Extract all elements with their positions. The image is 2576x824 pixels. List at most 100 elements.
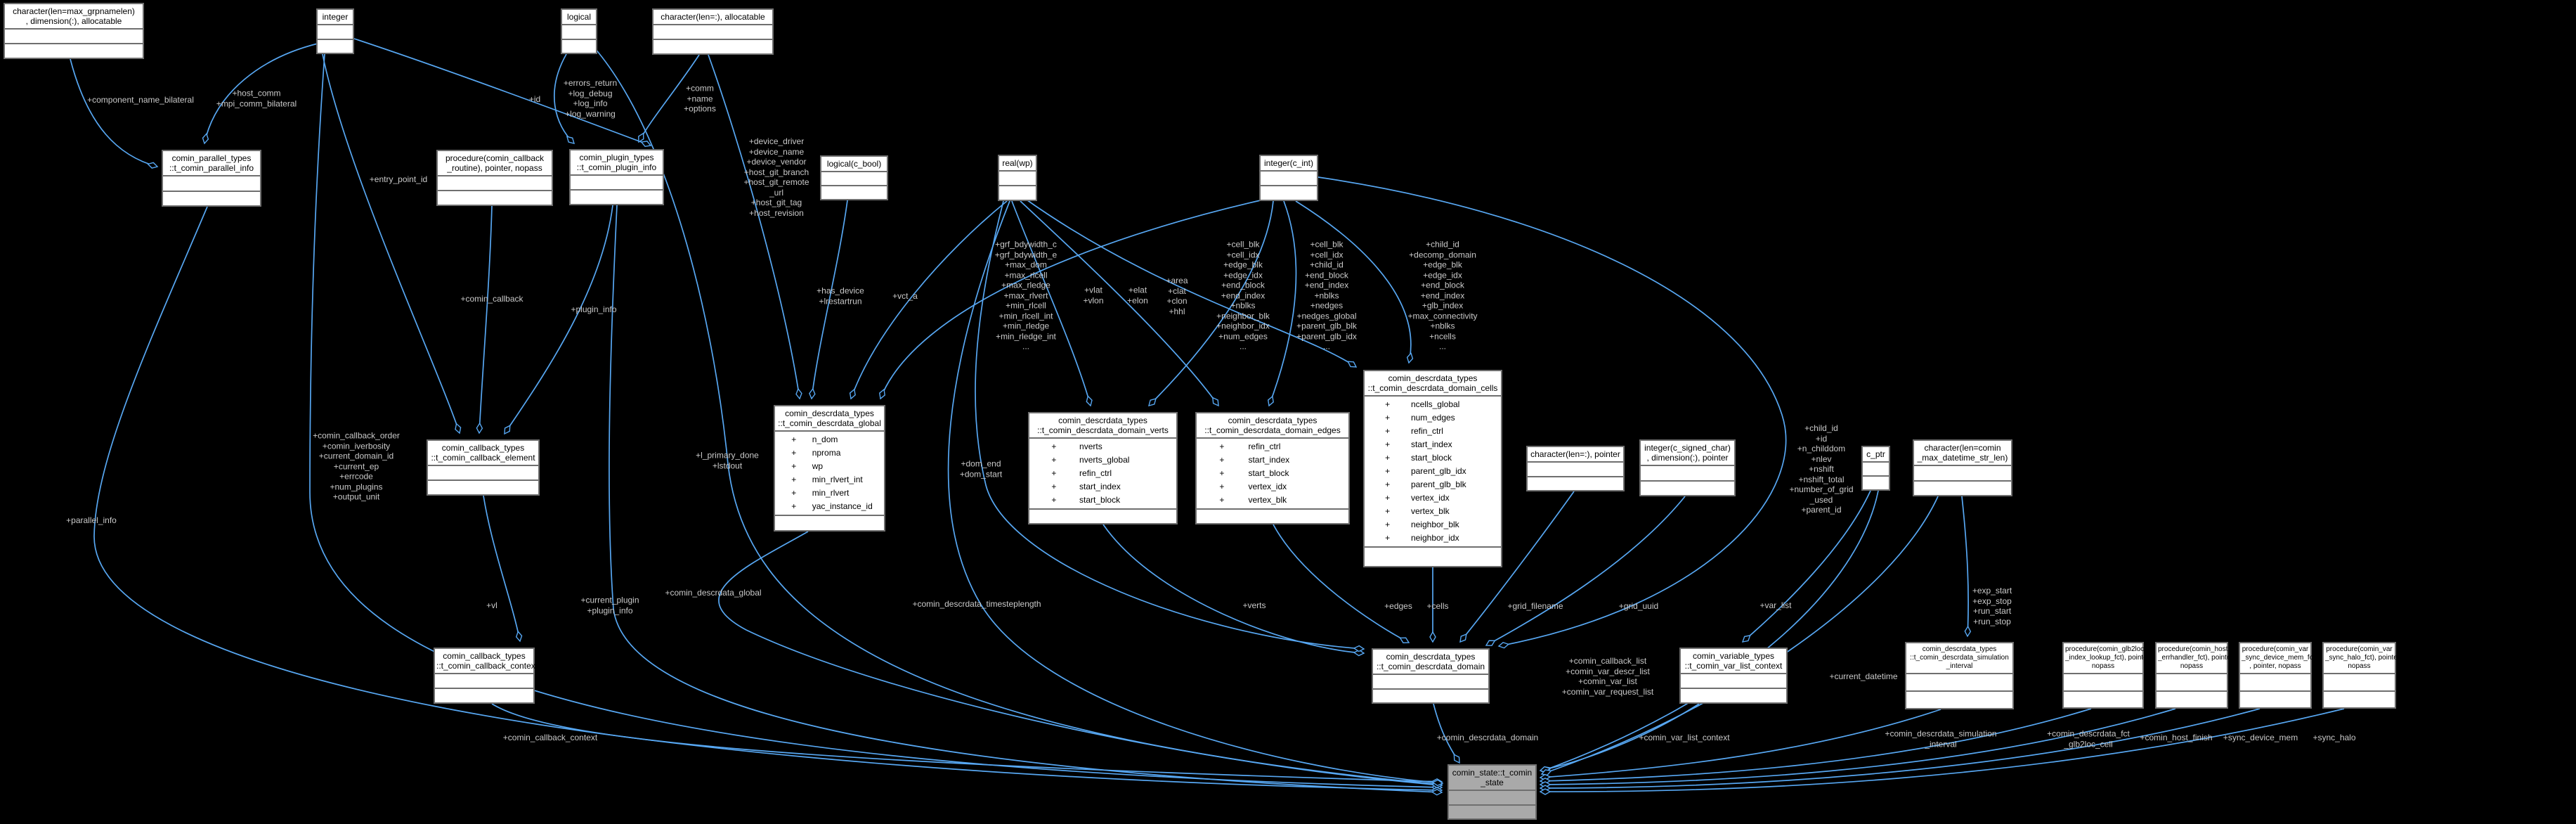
- edge-label-line: _interval: [1925, 739, 1957, 749]
- class-title: logical: [562, 10, 596, 24]
- edge-label-line: +comin_callback_list: [1568, 656, 1647, 666]
- class-title: comin_descrdata_types::t_comin_descrdata…: [1906, 643, 2012, 673]
- uml-class-char-pointer[interactable]: character(len=:), pointer: [1526, 446, 1625, 491]
- class-title-line: real(wp): [1002, 158, 1033, 168]
- class-title-line: procedure(comin_glb2loc: [2065, 645, 2145, 653]
- empty-compartment: [1914, 479, 2011, 496]
- visibility-public-sign: +: [1385, 479, 1391, 489]
- empty-compartment: [2064, 690, 2142, 708]
- edge-label-line: +nblks: [1430, 321, 1455, 331]
- edge-label-line: +vct_a: [892, 290, 918, 301]
- class-title-line: ::t_comin_callback_element: [431, 453, 535, 463]
- uml-class-var-list-context[interactable]: comin_variable_types::t_comin_var_list_c…: [1679, 648, 1788, 704]
- edge-label-line: +parallel_info: [66, 515, 117, 525]
- class-attribute-row: +wp: [775, 460, 884, 473]
- uml-class-real-wp[interactable]: real(wp): [998, 155, 1037, 201]
- attribute-name: yac_instance_id: [812, 501, 873, 511]
- edge-label-line: +entry_point_id: [369, 174, 428, 184]
- uml-class-c-ptr[interactable]: c_ptr: [1861, 446, 1890, 491]
- empty-compartment: [775, 515, 884, 530]
- uml-class-char-alloc[interactable]: character(len=:), allocatable: [652, 8, 774, 55]
- edge-label: +plugin_info: [571, 304, 616, 315]
- uml-class-proc-callback-routine[interactable]: procedure(comin_callback_routine), point…: [436, 150, 553, 206]
- uml-class-integer-cint[interactable]: integer(c_int): [1259, 155, 1318, 201]
- edge-label: +component_name_bilateral: [87, 95, 194, 105]
- uml-class-proc-sync-device[interactable]: procedure(comin_var_sync_device_mem_fct)…: [2239, 642, 2317, 709]
- uml-class-descrdata-domain[interactable]: comin_descrdata_types::t_comin_descrdata…: [1372, 648, 1490, 704]
- relation-edge-plugin-to-callback-element: [505, 205, 613, 434]
- class-attribute-row: +ncells_global: [1365, 398, 1501, 411]
- uml-class-simulation-interval[interactable]: comin_descrdata_types::t_comin_descrdata…: [1905, 642, 2014, 709]
- edge-label-line: +hhl: [1169, 306, 1185, 316]
- edge-label-line: +edge_idx: [1423, 269, 1462, 280]
- empty-compartment: [2324, 690, 2395, 708]
- edge-label-line: +min_rlcell: [1006, 300, 1046, 311]
- attribute-name: vertex_blk: [1248, 495, 1287, 505]
- edge-label: +sync_device_mem: [2223, 733, 2298, 743]
- class-attribute-row: +neighbor_idx: [1365, 532, 1501, 545]
- edge-label-line: +max_rledge: [1001, 280, 1050, 290]
- uml-class-callback-element[interactable]: comin_callback_types::t_comin_callback_e…: [427, 439, 540, 496]
- uml-class-state[interactable]: comin_state::t_comin_state: [1448, 764, 1537, 820]
- edge-label: +var_list: [1759, 600, 1791, 611]
- uml-class-callback-context[interactable]: comin_callback_types::t_comin_callback_c…: [434, 648, 538, 704]
- edge-label-line: +name: [687, 93, 713, 103]
- uml-class-logical-cbool[interactable]: logical(c_bool): [820, 155, 888, 200]
- empty-compartment: [1449, 790, 1535, 804]
- class-attributes: +refin_ctrl+start_index+start_block+vert…: [1197, 437, 1348, 508]
- edge-label-line: +cell_blk: [1310, 239, 1344, 250]
- edge-label-line: +nblks: [1314, 290, 1339, 300]
- uml-class-domain-verts[interactable]: comin_descrdata_types::t_comin_descrdata…: [1028, 412, 1178, 524]
- relation-edge-charalloc-to-plugin: [639, 54, 700, 142]
- uml-class-logical[interactable]: logical: [561, 8, 597, 54]
- relation-edge-logical-to-plugin: [554, 53, 574, 143]
- class-title: comin_descrdata_types::t_comin_descrdata…: [1029, 413, 1176, 437]
- edge-label-line: +lstdout: [712, 461, 743, 470]
- edge-label: +sync_halo: [2312, 733, 2355, 743]
- empty-compartment: [1641, 479, 1734, 496]
- edge-label-line: +end_index: [1304, 280, 1349, 290]
- edge-label-line: +edge_blk: [1223, 259, 1263, 270]
- empty-compartment: [1641, 465, 1734, 480]
- class-title: c_ptr: [1863, 447, 1889, 461]
- relation-edge-intsignedchar-to-domain: [1486, 496, 1686, 645]
- empty-compartment: [1906, 690, 2012, 708]
- edge-label: +has_device+lrestartrun: [817, 286, 864, 307]
- uml-class-proc-errhandler[interactable]: procedure(comin_host_errhandler_fct), po…: [2155, 642, 2235, 709]
- edge-label: +comin_descrdata_simulation_interval: [1885, 729, 1996, 749]
- relation-edge-datetime-to-state: [1542, 496, 1939, 774]
- empty-compartment: [562, 38, 596, 53]
- edge-label: +comin_descrdata_fct_glb2loc_cell: [2047, 729, 2130, 749]
- uml-class-char-grpnamelen[interactable]: character(len=max_grpnamelen), dimension…: [4, 3, 144, 59]
- edge-label: +grid_uuid: [1619, 601, 1658, 612]
- uml-class-proc-glb2loc[interactable]: procedure(comin_glb2loc_index_lookup_fct…: [2062, 642, 2151, 709]
- uml-class-int-signed-char[interactable]: integer(c_signed_char), dimension(:), po…: [1639, 439, 1736, 496]
- relation-edge-cbool-to-global: [812, 200, 848, 399]
- edge-label-line: +comin_callback_context: [502, 732, 598, 742]
- uml-class-domain-edges[interactable]: comin_descrdata_types::t_comin_descrdata…: [1195, 412, 1350, 524]
- edge-label-line: +host_comm: [232, 88, 281, 98]
- uml-class-descrdata-global[interactable]: comin_descrdata_types::t_comin_descrdata…: [774, 405, 885, 532]
- edge-label: +cell_blk+cell_idx+child_id+end_block+en…: [1296, 239, 1357, 352]
- edge-label-line: +elat: [1128, 285, 1147, 295]
- edge-label-line: +cell_idx: [1310, 249, 1344, 259]
- class-title-line: character(len=:), allocatable: [661, 12, 765, 22]
- class-title: comin_callback_types::t_comin_callback_c…: [435, 649, 538, 673]
- edge-label-line: +nshift_total: [1798, 474, 1845, 484]
- edge-label: +comin_descrdata_domain: [1437, 733, 1538, 743]
- uml-class-domain-cells[interactable]: comin_descrdata_types::t_comin_descrdata…: [1363, 370, 1502, 567]
- edge-label-line: +cell_idx: [1226, 249, 1260, 259]
- uml-class-char-datetime[interactable]: character(len=comin_max_datetime_str_len…: [1913, 439, 2012, 496]
- empty-compartment: [1373, 674, 1488, 688]
- uml-class-parallel-info[interactable]: comin_parallel_types::t_comin_parallel_i…: [162, 150, 261, 207]
- empty-compartment: [1373, 688, 1488, 703]
- uml-class-proc-sync-halo[interactable]: procedure(comin_var_sync_halo_fct), poin…: [2322, 642, 2401, 709]
- class-attribute-row: +num_edges: [1365, 411, 1501, 425]
- uml-class-plugin-info[interactable]: comin_plugin_types::t_comin_plugin_info: [569, 149, 664, 205]
- relation-edge-cint-to-global: [880, 199, 1264, 399]
- relation-edge-errhandler-to-state: [1540, 708, 2176, 785]
- visibility-public-sign: +: [1385, 466, 1391, 476]
- edge-label: +parallel_info: [66, 515, 117, 526]
- uml-class-integer[interactable]: integer: [316, 8, 354, 54]
